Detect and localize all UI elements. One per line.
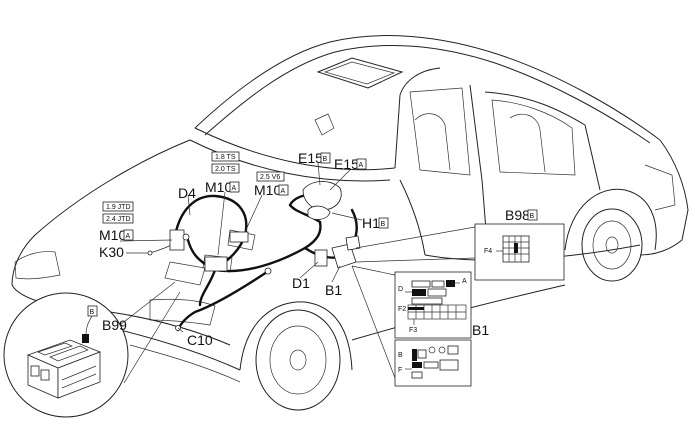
tag-1-9-jtd-text: 1.9 JTD (106, 204, 131, 211)
b98-panel: B98 B F4 (474, 207, 565, 281)
label-m10-a: M10 (205, 179, 232, 195)
fuse-label-f: F (398, 367, 402, 374)
label-h1-b: H1 (362, 215, 380, 231)
variant-letter-h1-b: B (381, 221, 386, 228)
variant-box-m10-a (229, 181, 240, 193)
variant-letter-e15-a: A (359, 162, 364, 169)
variant-box-m10-a2 (278, 184, 289, 196)
tag-1-8-ts (211, 151, 240, 162)
label-m10-a2: M10 (254, 182, 281, 198)
label-b1-detail: B1 (472, 322, 489, 338)
b99-inset: B B99 (3, 281, 181, 418)
label-d1: D1 (292, 275, 310, 291)
variant-box-b99 (87, 305, 98, 317)
variant-letter-m10-left: A (126, 233, 131, 240)
battery-terminal (82, 334, 89, 343)
tag-2-5-v6 (256, 171, 285, 182)
tag-2-0-ts-text: 2.0 TS (215, 166, 236, 173)
engine-tags: 1.8 TS 2.0 TS 2.5 V6 1.9 JTD 2.4 JTD (102, 151, 285, 224)
tag-2-0-ts (211, 163, 240, 174)
relay-a (446, 280, 455, 287)
variant-letter-m10-a2: A (281, 188, 286, 195)
tag-2-4-jtd-text: 2.4 JTD (106, 216, 131, 223)
label-m10-left: M10 (99, 227, 126, 243)
relay-b (412, 349, 417, 361)
fuse-label-d: D (398, 286, 403, 293)
variant-box-h1-b (378, 217, 389, 229)
label-c10: C10 (187, 332, 213, 348)
variant-box-e15-b (320, 152, 331, 164)
label-b99: B99 (102, 317, 127, 333)
tag-2-5-v6-text: 2.5 V6 (260, 174, 280, 181)
relay-f (412, 362, 422, 368)
variant-letter-b98-b: B (530, 213, 535, 220)
label-e15-a: E15 (334, 156, 359, 172)
label-k30: K30 (99, 244, 124, 260)
fuse-label-f3: F3 (409, 327, 417, 334)
label-d4: D4 (178, 185, 196, 201)
fuse-label-a: A (462, 278, 467, 285)
label-e15-b: E15 (298, 150, 323, 166)
fuse-label-f4: F4 (484, 248, 492, 255)
battery-side (57, 351, 101, 399)
variant-box-e15-a (356, 158, 367, 170)
variant-letter-m10-a: A (232, 185, 237, 192)
label-b1: B1 (325, 282, 342, 298)
fuse-label-b: B (398, 352, 403, 359)
variant-box-m10-left (123, 229, 134, 241)
variant-letter-b99: B (90, 309, 95, 316)
variant-box-b98-b (527, 209, 538, 221)
relay-d (412, 289, 426, 296)
component-labels: D4 M10 A M10 A M10 A K30 E15 B E15 A H1 … (99, 150, 389, 348)
tag-1-9-jtd (102, 201, 134, 212)
label-b98: B98 (505, 207, 530, 223)
tag-2-4-jtd (102, 213, 134, 224)
fuse-label-f2: F2 (398, 306, 406, 313)
b98-highlighted-fuse (514, 243, 518, 253)
variant-letter-e15-b: B (323, 156, 328, 163)
wiring-harness (147, 181, 361, 332)
b1-panels: D A F2 F3 B1 B F (394, 271, 489, 387)
leader-lines (119, 162, 476, 379)
tag-1-8-ts-text: 1.8 TS (215, 154, 236, 161)
